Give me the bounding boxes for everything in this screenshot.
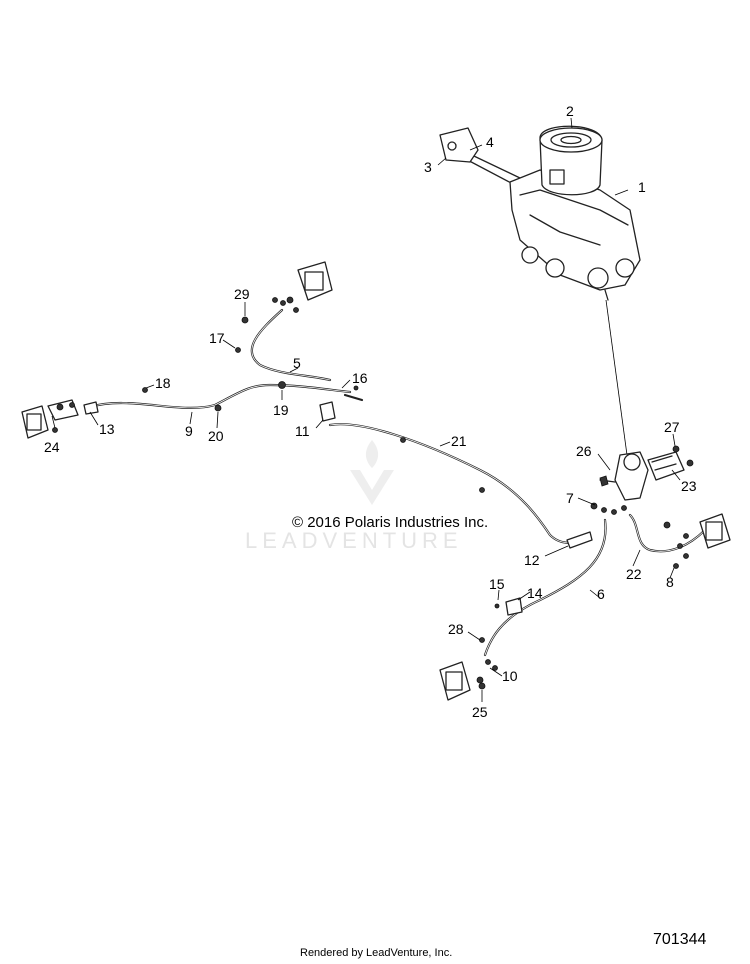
callout-25: 25 — [472, 704, 488, 720]
callout-23: 23 — [681, 478, 697, 494]
callout-labels: 1 2 3 4 5 6 7 8 9 10 11 12 13 14 15 16 1… — [44, 103, 697, 720]
caliper-right — [673, 513, 731, 569]
callout-4: 4 — [486, 134, 494, 150]
callout-27: 27 — [664, 419, 680, 435]
brake-junction — [590, 445, 694, 515]
callout-21: 21 — [451, 433, 467, 449]
caliper-bottom — [439, 637, 498, 701]
callout-19: 19 — [273, 402, 289, 418]
callout-6: 6 — [597, 586, 605, 602]
callout-9: 9 — [185, 423, 193, 439]
callout-13: 13 — [99, 421, 115, 437]
callout-20: 20 — [208, 428, 224, 444]
callout-29: 29 — [234, 286, 250, 302]
caliper-left — [21, 399, 99, 439]
callout-24: 24 — [44, 439, 60, 455]
caliper-top — [272, 261, 333, 313]
callout-16: 16 — [352, 370, 368, 386]
master-cylinder — [439, 125, 641, 301]
callout-8: 8 — [666, 574, 674, 590]
callout-18: 18 — [155, 375, 171, 391]
callout-7: 7 — [566, 490, 574, 506]
fasteners — [142, 316, 671, 616]
callout-14: 14 — [527, 585, 543, 601]
callout-26: 26 — [576, 443, 592, 459]
brake-lines — [88, 308, 707, 657]
callout-22: 22 — [626, 566, 642, 582]
copyright-notice: © 2016 Polaris Industries Inc. — [292, 514, 489, 531]
leader-lines — [51, 117, 681, 702]
callout-3: 3 — [424, 159, 432, 175]
diagram-number: 701344 — [653, 931, 707, 948]
callout-11: 11 — [295, 423, 310, 439]
callout-28: 28 — [448, 621, 464, 637]
watermark-logo — [350, 440, 394, 505]
callout-17: 17 — [209, 330, 225, 346]
callout-5: 5 — [293, 355, 301, 371]
callout-10: 10 — [502, 668, 518, 684]
callout-15: 15 — [489, 576, 505, 592]
callout-1: 1 — [638, 179, 646, 195]
watermark-text: LEADVENTURE — [245, 528, 463, 553]
callout-12: 12 — [524, 552, 540, 568]
rendered-by-credit: Rendered by LeadVenture, Inc. — [300, 947, 453, 959]
callout-2: 2 — [566, 103, 574, 119]
